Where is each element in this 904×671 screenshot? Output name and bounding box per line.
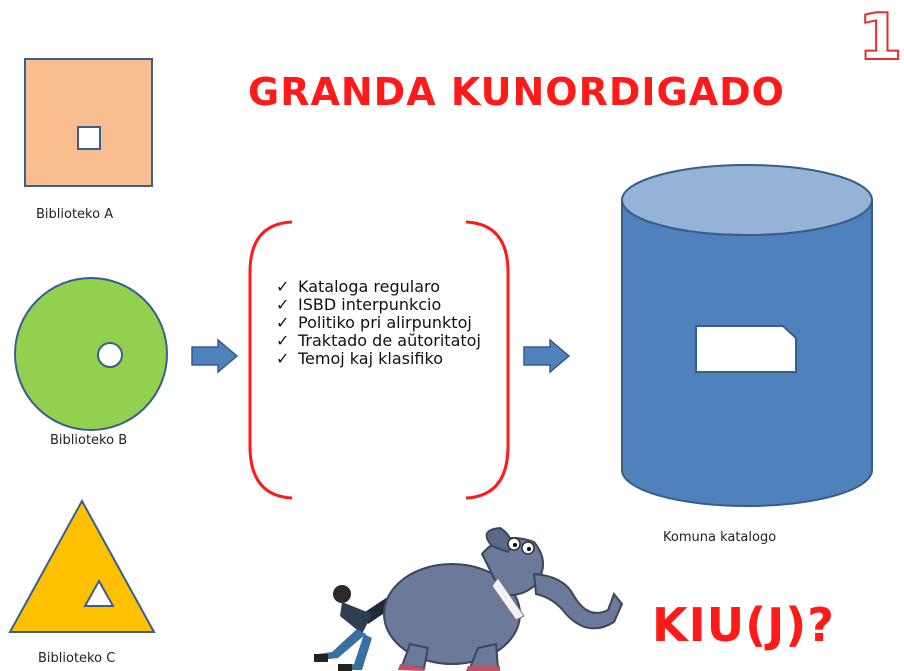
check-icon: ✓ [276, 277, 290, 296]
check-icon: ✓ [276, 313, 290, 332]
check-icon: ✓ [276, 349, 290, 368]
right-arrow-icon [523, 338, 571, 374]
rule-item: ✓Politiko pri alirpunktoj [276, 313, 472, 332]
rules-bracket [248, 220, 510, 500]
library-c-label: Biblioteko C [38, 651, 116, 666]
page-title: GRANDA KUNORDIGADO [248, 70, 785, 114]
database-cylinder-icon [621, 164, 873, 507]
library-b-circle-icon [14, 277, 168, 431]
library-a-square-icon [24, 58, 153, 187]
rule-item: ✓ISBD interpunkcio [276, 295, 442, 314]
library-a-label: Biblioteko A [36, 207, 114, 222]
right-arrow-icon [191, 338, 239, 374]
library-b-label: Biblioteko B [50, 433, 128, 448]
rules-list: ✓Kataloga regularo ✓ISBD interpunkcio ✓P… [276, 278, 506, 368]
elephant-icon [383, 526, 624, 671]
catalog-label: Komuna katalogo [663, 530, 777, 545]
person-pushing-elephant-illustration [314, 526, 624, 671]
rule-item: ✓Temoj kaj klasifiko [276, 349, 443, 368]
question-text: KIU(J)? [652, 598, 835, 652]
check-icon: ✓ [276, 295, 290, 314]
rule-item: ✓Kataloga regularo [276, 277, 441, 296]
library-c-triangle-icon [8, 498, 156, 633]
rule-item: ✓Traktado de aŭtoritatoj [276, 331, 481, 350]
slide-number: 1 [857, 1, 904, 75]
check-icon: ✓ [276, 331, 290, 350]
person-icon [314, 585, 398, 671]
